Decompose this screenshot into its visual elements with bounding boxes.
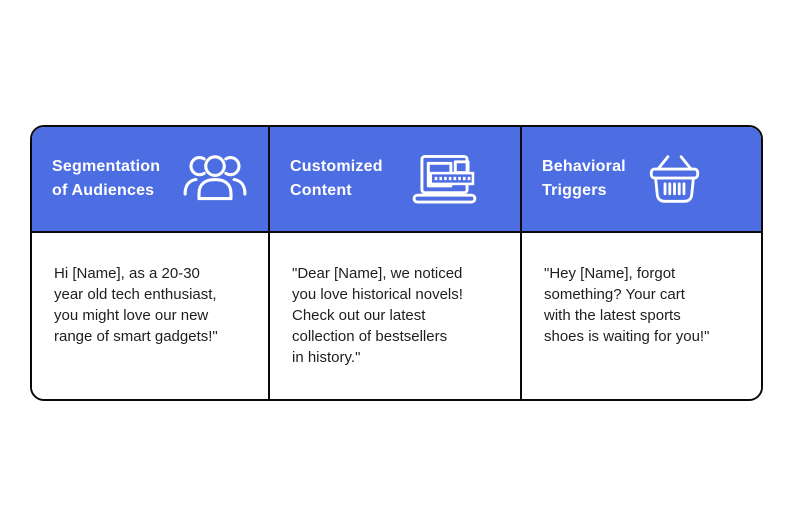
comparison-table: Segmentation of Audiences Hi [Name], as … (30, 125, 763, 401)
shopping-basket-icon (644, 153, 705, 206)
column-title-customized-content: Customized Content (290, 158, 383, 199)
column-header-customized-content: Customized Content (270, 127, 520, 233)
example-message-segmentation: Hi [Name], as a 20-30 year old tech enth… (54, 265, 218, 345)
laptop-content-icon (411, 153, 478, 206)
column-title-segmentation: Segmentation of Audiences (52, 158, 161, 199)
column-segmentation-of-audiences: Segmentation of Audiences Hi [Name], as … (32, 127, 270, 399)
column-header-behavioral-triggers: Behavioral Triggers (522, 127, 761, 233)
group-of-people-icon (182, 151, 248, 207)
column-customized-content: Customized Content (270, 127, 522, 399)
column-header-segmentation: Segmentation of Audiences (32, 127, 268, 233)
example-message-behavioral-triggers: "Hey [Name], forgot something? Your cart… (544, 265, 710, 345)
column-behavioral-triggers: Behavioral Triggers " (522, 127, 761, 399)
column-body-customized-content: "Dear [Name], we noticed you love histor… (270, 233, 520, 399)
example-message-customized-content: "Dear [Name], we noticed you love histor… (292, 265, 463, 366)
column-body-behavioral-triggers: "Hey [Name], forgot something? Your cart… (522, 233, 761, 399)
column-title-behavioral-triggers: Behavioral Triggers (542, 158, 626, 199)
column-body-segmentation: Hi [Name], as a 20-30 year old tech enth… (32, 233, 268, 399)
